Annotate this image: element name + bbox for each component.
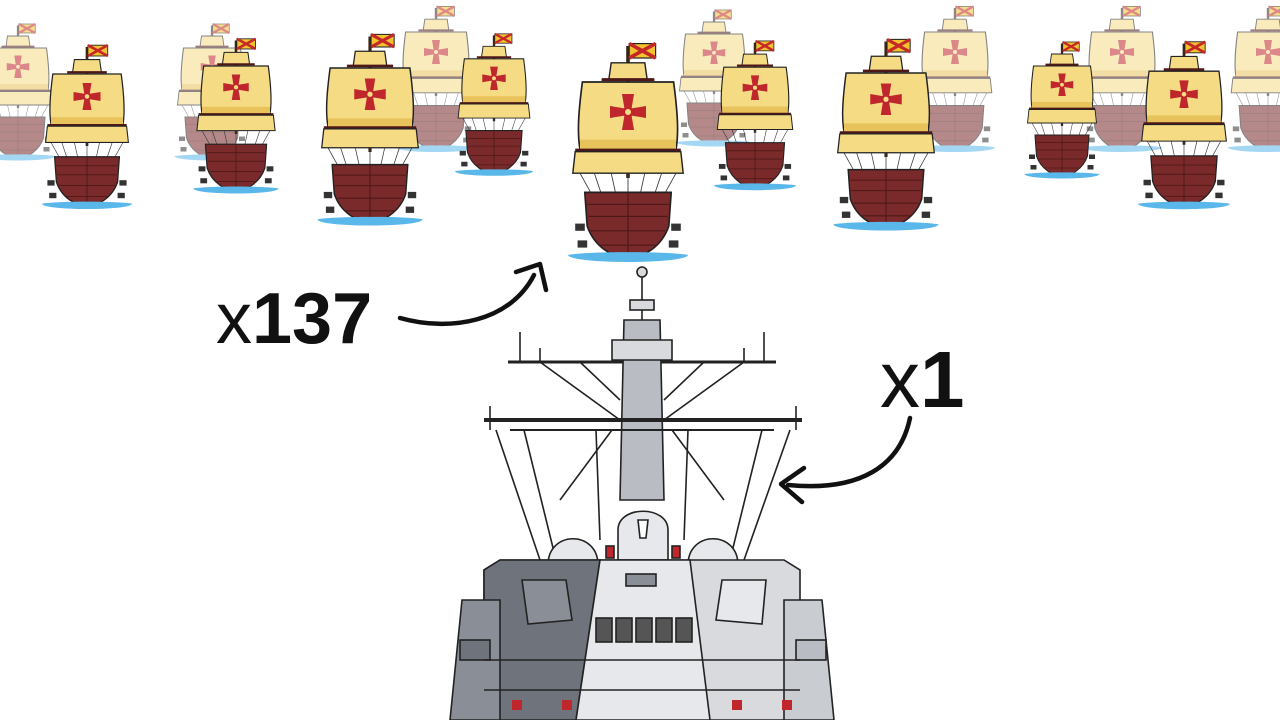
galleon-icon [1023,40,1101,180]
arrow-icon [397,272,537,326]
galleon-icon [1226,5,1280,154]
arrow-icon [785,415,913,489]
destroyer-count-label: x1 [880,340,965,420]
galleon-fleet-front [40,32,1232,264]
arrow-icon [513,261,549,293]
destroyer-count-value: 1 [920,335,965,424]
arrow-icon [778,465,807,505]
destroyer-count-prefix: x [880,335,920,424]
galleon-count-label: x137 [216,283,372,355]
galleon-count-value: 137 [252,279,373,359]
destroyer-icon [449,266,835,720]
galleon-icon [40,43,134,211]
galleon-icon [566,41,690,264]
galleon-count-prefix: x [216,279,252,359]
